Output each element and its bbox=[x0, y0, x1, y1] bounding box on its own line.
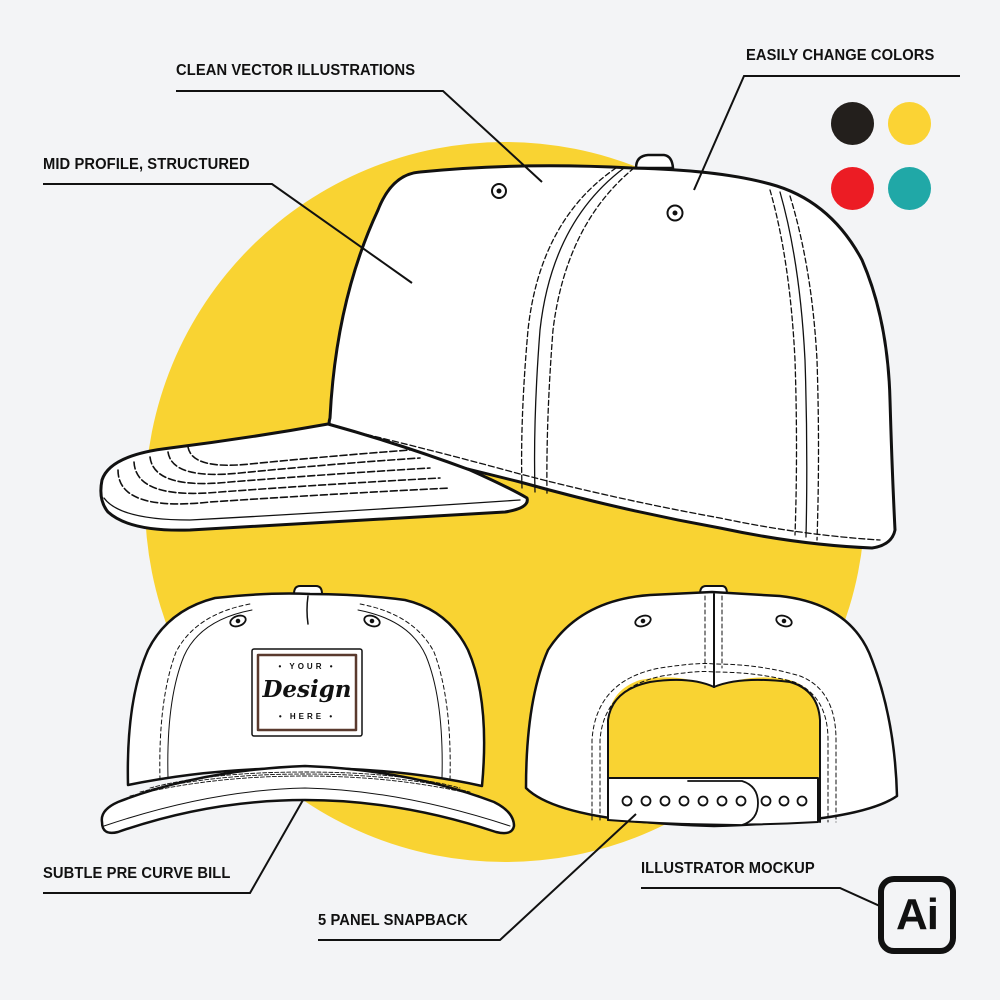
label-easily-change: EASILY CHANGE COLORS bbox=[746, 47, 935, 64]
leader-easily-change bbox=[693, 75, 960, 191]
label-pre-curve: SUBTLE PRE CURVE BILL bbox=[43, 865, 231, 882]
label-clean-vector: CLEAN VECTOR ILLUSTRATIONS bbox=[176, 62, 416, 79]
label-mid-profile: MID PROFILE, STRUCTURED bbox=[43, 156, 250, 173]
swatch-teal[interactable] bbox=[888, 167, 931, 210]
label-snapback: 5 PANEL SNAPBACK bbox=[318, 912, 468, 929]
swatch-black[interactable] bbox=[831, 102, 874, 145]
leader-illustrator bbox=[641, 887, 894, 913]
illustrator-icon: Ai bbox=[878, 876, 956, 954]
swatch-yellow[interactable] bbox=[888, 102, 931, 145]
patch-here-text: • HERE • bbox=[278, 712, 336, 721]
cap-side-view bbox=[99, 153, 897, 550]
snap-holes bbox=[621, 795, 808, 807]
leader-mid-profile bbox=[43, 183, 413, 284]
cap-front-view bbox=[100, 585, 516, 835]
swatch-red[interactable] bbox=[831, 167, 874, 210]
leader-pre-curve bbox=[43, 799, 304, 894]
leader-snapback bbox=[318, 813, 637, 941]
illustrator-icon-text: Ai bbox=[896, 890, 939, 939]
leader-clean-vector bbox=[176, 90, 543, 183]
cap-back-view bbox=[524, 585, 899, 828]
leader-lines bbox=[43, 75, 960, 941]
label-illustrator: ILLUSTRATOR MOCKUP bbox=[641, 860, 815, 877]
patch-design-text: Design bbox=[262, 676, 352, 703]
patch-your-text: • YOUR • bbox=[278, 662, 336, 671]
patch-inner bbox=[256, 653, 358, 732]
